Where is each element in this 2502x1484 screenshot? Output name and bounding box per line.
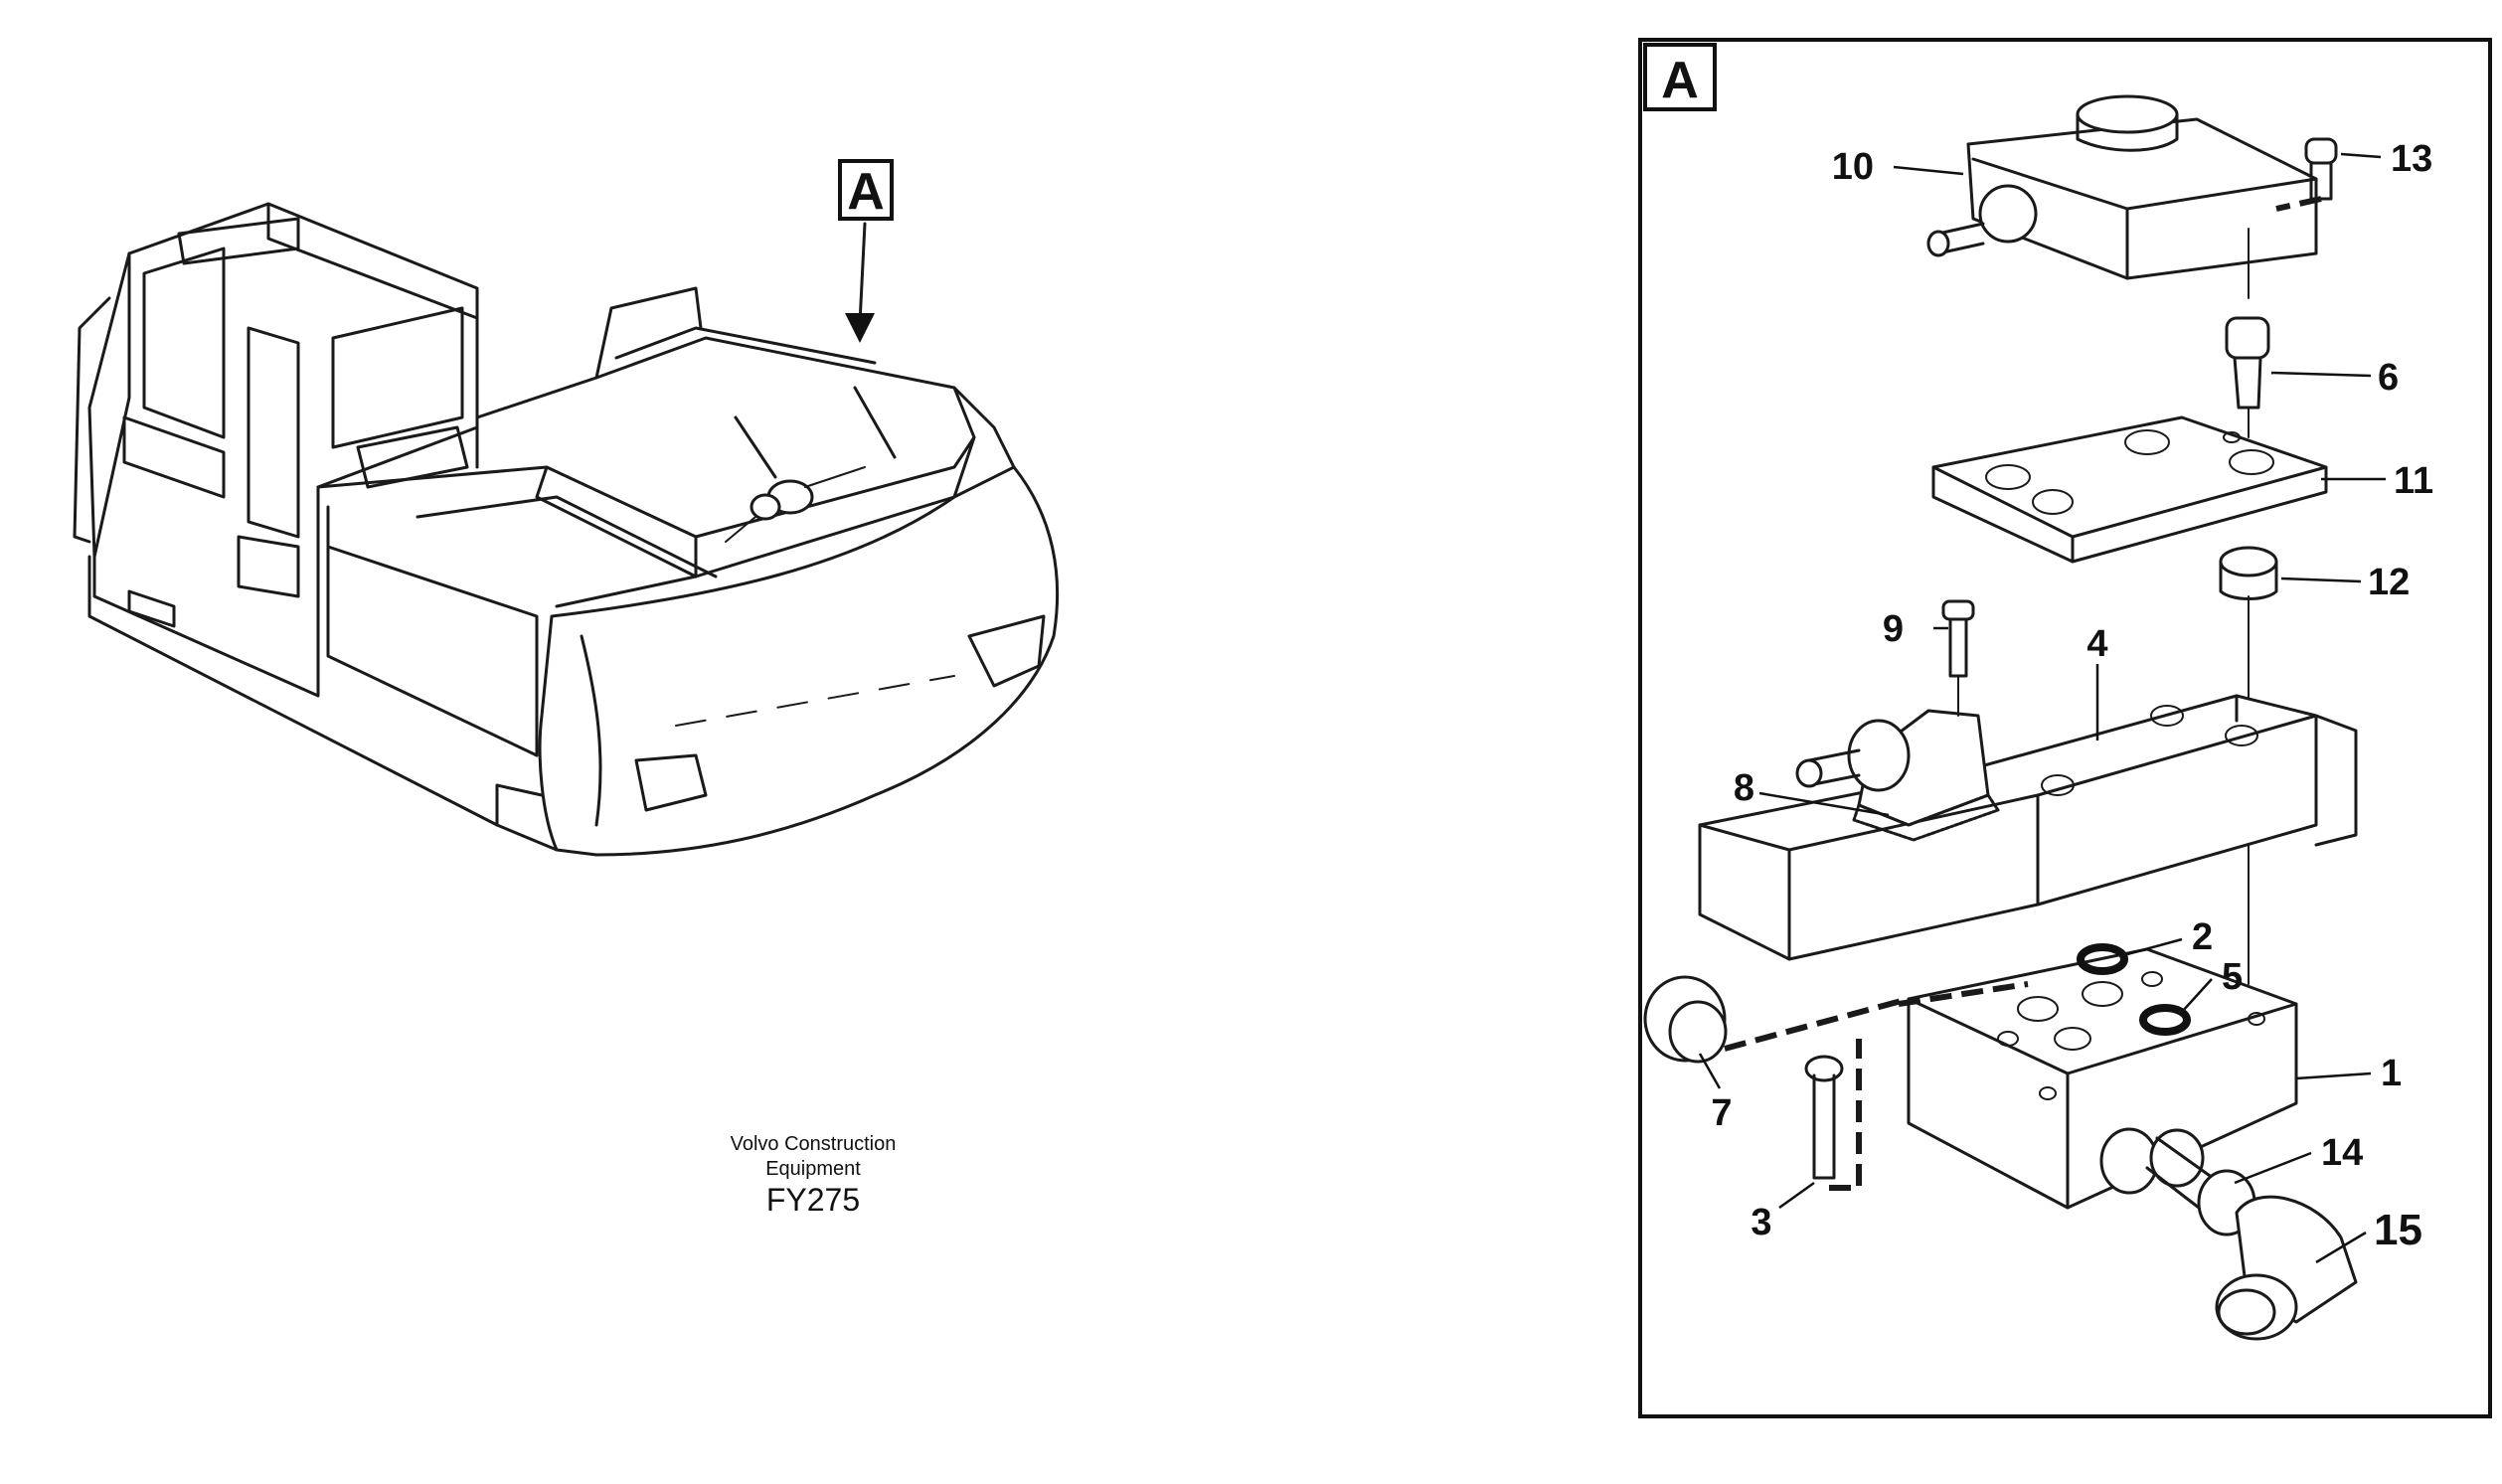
callout-2: 2 bbox=[2192, 916, 2213, 958]
detail-section-a-box bbox=[1643, 43, 1717, 111]
caption-line1: Volvo Construction bbox=[731, 1133, 897, 1155]
drawing-caption: Volvo Construction Equipment FY275 bbox=[731, 1133, 897, 1218]
part-6-screw bbox=[2225, 228, 2270, 438]
callout-8: 8 bbox=[1734, 767, 1754, 809]
callout-14: 14 bbox=[2321, 1132, 2363, 1174]
part-13-screw bbox=[2275, 137, 2338, 212]
part-3-screw bbox=[1804, 1039, 1862, 1191]
callout-7: 7 bbox=[1711, 1092, 1732, 1134]
callout-10: 10 bbox=[1832, 146, 1874, 188]
part-12-sleeve bbox=[2219, 546, 2278, 717]
excavator-overview bbox=[73, 202, 1060, 857]
callout-15: 15 bbox=[2374, 1206, 2422, 1254]
callout-1: 1 bbox=[2381, 1053, 2402, 1094]
part-4-valve bbox=[1698, 694, 2358, 961]
callout-4: 4 bbox=[2086, 623, 2107, 665]
part-7-plug bbox=[1643, 975, 2029, 1064]
callout-6: 6 bbox=[2378, 357, 2399, 399]
callout-13: 13 bbox=[2391, 138, 2432, 180]
detail-section-label: A bbox=[1661, 52, 1699, 109]
detail-a-panel: A bbox=[1638, 38, 2492, 1418]
caption-code: FY275 bbox=[766, 1182, 860, 1218]
callout-12: 12 bbox=[2368, 562, 2410, 603]
part-5-oring bbox=[2139, 1004, 2191, 1036]
overview-section-label: A bbox=[847, 163, 885, 221]
caption-line2: Equipment bbox=[765, 1158, 861, 1180]
part-14-15-fittings bbox=[2145, 1128, 2358, 1341]
detail-frame bbox=[1638, 38, 2492, 1418]
overview-section-a-box: A bbox=[838, 159, 894, 221]
callout-3: 3 bbox=[1751, 1202, 1771, 1243]
callout-5: 5 bbox=[2222, 956, 2243, 998]
part-9-screw bbox=[1941, 599, 1975, 717]
part-2-oring bbox=[2077, 943, 2128, 975]
part-10-cover bbox=[1926, 94, 2318, 280]
callout-11: 11 bbox=[2394, 460, 2433, 502]
part-11-plate bbox=[1931, 415, 2328, 564]
part-8-coil bbox=[1795, 709, 2000, 842]
callout-9: 9 bbox=[1883, 608, 1904, 650]
